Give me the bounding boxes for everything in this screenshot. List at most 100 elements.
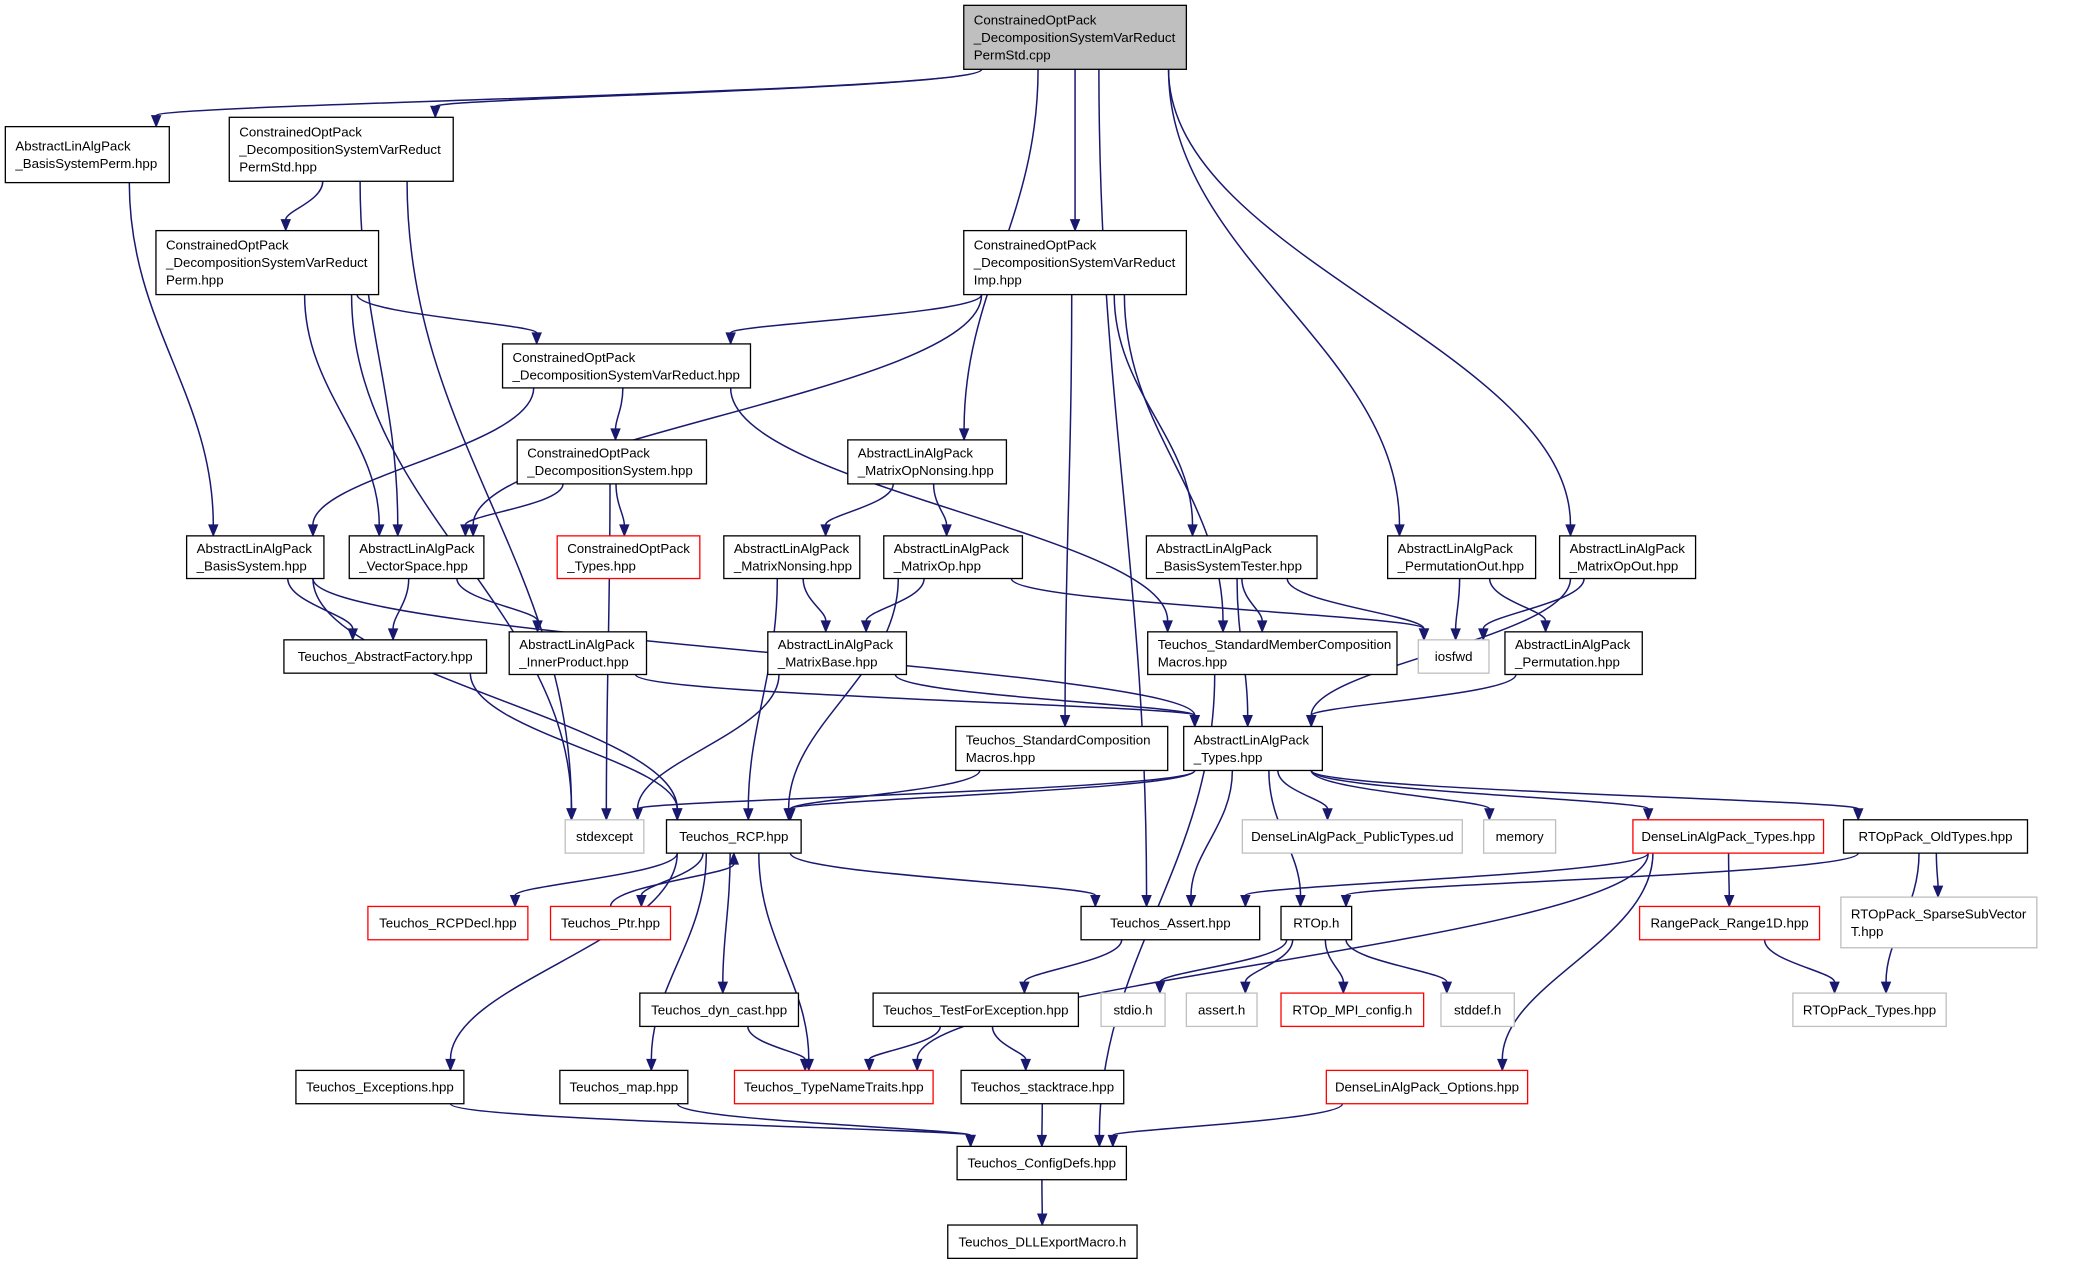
- node-mat-nonsing[interactable]: AbstractLinAlgPack_MatrixNonsing.hpp: [723, 535, 861, 580]
- node-box: [1325, 1069, 1529, 1105]
- node-rtop-old[interactable]: RTOpPack_OldTypes.hpp: [1842, 819, 2029, 854]
- node-exceptions[interactable]: Teuchos_Exceptions.hpp: [295, 1069, 465, 1105]
- node-co-types[interactable]: ConstrainedOptPack_Types.hpp: [556, 535, 701, 580]
- edge-dsvr-to-basis-sys: [307, 387, 535, 538]
- edge-arrowhead: [965, 1134, 976, 1148]
- node-inner-prod[interactable]: AbstractLinAlgPack_InnerProduct.hpp: [508, 631, 648, 676]
- edge-line: [729, 294, 983, 334]
- node-rtop-types[interactable]: RTOpPack_Types.hpp: [1792, 992, 1947, 1028]
- node-map[interactable]: Teuchos_map.hpp: [559, 1069, 689, 1105]
- edge-abs-factory-to-rcp: [469, 673, 683, 822]
- node-label-line: stdio.h: [1113, 1002, 1152, 1017]
- node-label-line: _BasisSystem.hpp: [196, 559, 307, 574]
- edge-line: [1244, 939, 1294, 983]
- node-label-line: iosfwd: [1435, 649, 1473, 664]
- node-dla-public[interactable]: DenseLinAlgPack_PublicTypes.ud: [1241, 819, 1463, 854]
- node-stddef[interactable]: stddef.h: [1440, 992, 1515, 1028]
- node-ds[interactable]: ConstrainedOptPack_DecompositionSystem.h…: [516, 439, 708, 485]
- node-rcp[interactable]: Teuchos_RCP.hpp: [665, 819, 802, 854]
- node-mop-nonsing[interactable]: AbstractLinAlgPack_MatrixOpNonsing.hpp: [847, 439, 1008, 485]
- node-box: [367, 905, 529, 941]
- node-rcp-decl[interactable]: Teuchos_RCPDecl.hpp: [367, 905, 529, 941]
- node-label-line: _DecompositionSystem.hpp: [526, 463, 693, 478]
- edge-arrowhead: [1185, 894, 1197, 908]
- node-box: [956, 1145, 1128, 1181]
- node-mat-op[interactable]: AbstractLinAlgPack_MatrixOp.hpp: [883, 535, 1024, 580]
- node-stacktrace[interactable]: Teuchos_stacktrace.hpp: [960, 1069, 1125, 1105]
- node-ptr[interactable]: Teuchos_Ptr.hpp: [549, 905, 672, 941]
- node-label-line: AbstractLinAlgPack: [858, 446, 974, 461]
- edge-arrowhead: [743, 808, 754, 822]
- node-label-line: Teuchos_StandardComposition: [966, 732, 1151, 747]
- node-stdio[interactable]: stdio.h: [1100, 992, 1166, 1028]
- node-assert-h[interactable]: assert.h: [1185, 992, 1258, 1028]
- node-range1d[interactable]: RangePack_Range1D.hpp: [1638, 905, 1821, 941]
- node-vec-space[interactable]: AbstractLinAlgPack_VectorSpace.hpp: [348, 535, 485, 580]
- node-perm-out[interactable]: AbstractLinAlgPack_PermutationOut.hpp: [1387, 535, 1537, 580]
- node-dla-options[interactable]: DenseLinAlgPack_Options.hpp: [1325, 1069, 1529, 1105]
- node-basis-sys[interactable]: AbstractLinAlgPack_BasisSystem.hpp: [185, 535, 325, 580]
- node-label-line: Teuchos_StandardMemberComposition: [1158, 637, 1392, 652]
- edge-ala-types-to-dla-types: [1310, 769, 1654, 822]
- edge-line: [1064, 294, 1073, 716]
- node-dsvr[interactable]: ConstrainedOptPack_DecompositionSystemVa…: [501, 343, 752, 389]
- edge-line: [1482, 578, 1585, 630]
- node-dyn-cast[interactable]: Teuchos_dyn_cast.hpp: [639, 992, 800, 1028]
- node-type-name[interactable]: Teuchos_TypeNameTraits.hpp: [733, 1069, 934, 1105]
- edge-root-to-dsvr-permstd-hpp: [430, 68, 983, 119]
- node-rtop-h[interactable]: RTOp.h: [1280, 905, 1353, 941]
- edge-vec-space-to-inner-prod: [456, 578, 543, 634]
- node-config[interactable]: Teuchos_ConfigDefs.hpp: [956, 1145, 1128, 1181]
- edge-ala-types-to-assert: [1185, 770, 1234, 908]
- edge-dla-types-to-dla-options: [1497, 853, 1654, 1072]
- node-permutation[interactable]: AbstractLinAlgPack_Permutation.hpp: [1504, 631, 1643, 676]
- node-dsvr-permstd-hpp[interactable]: ConstrainedOptPack_DecompositionSystemVa…: [228, 116, 454, 182]
- edge-arrowhead: [1484, 808, 1495, 822]
- node-memory[interactable]: memory: [1482, 819, 1557, 854]
- edge-line: [1167, 69, 1401, 525]
- edge-stacktrace-to-config: [1036, 1103, 1048, 1148]
- node-label-line: _VectorSpace.hpp: [358, 559, 468, 574]
- node-bs-tester[interactable]: AbstractLinAlgPack_BasisSystemTester.hpp: [1145, 535, 1318, 580]
- edge-dsvr-imp-to-dsvr: [725, 294, 983, 346]
- edge-arrowhead: [373, 524, 385, 538]
- node-basis-perm[interactable]: AbstractLinAlgPack_BasisSystemPerm.hpp: [4, 125, 170, 184]
- node-dll[interactable]: Teuchos_DLLExportMacro.h: [947, 1224, 1138, 1260]
- edge-dsvr-perm-to-dsvr: [356, 294, 542, 346]
- node-ala-types[interactable]: AbstractLinAlgPack_Types.hpp: [1183, 725, 1323, 772]
- edge-line: [1112, 1103, 1344, 1137]
- node-dsvr-perm[interactable]: ConstrainedOptPack_DecompositionSystemVa…: [155, 229, 380, 296]
- edge-dsvr-imp-to-vec-space: [467, 294, 983, 538]
- node-abs-factory[interactable]: Teuchos_AbstractFactory.hpp: [283, 639, 488, 674]
- edge-mat-base-to-stdexcept: [632, 674, 780, 822]
- node-mop-out[interactable]: AbstractLinAlgPack_MatrixOpOut.hpp: [1558, 535, 1697, 580]
- node-box: [955, 725, 1169, 772]
- node-box: [559, 1069, 689, 1105]
- node-root[interactable]: ConstrainedOptPack_DecompositionSystemVa…: [963, 4, 1188, 70]
- edge-line: [676, 1103, 972, 1137]
- node-label-line: _BasisSystemPerm.hpp: [14, 156, 157, 171]
- node-mat-base[interactable]: AbstractLinAlgPack_MatrixBase.hpp: [767, 631, 908, 676]
- edge-arrowhead: [467, 524, 479, 538]
- node-dsvr-imp[interactable]: ConstrainedOptPack_DecompositionSystemVa…: [963, 229, 1188, 296]
- node-smcm[interactable]: Teuchos_StandardMemberCompositionMacros.…: [1147, 631, 1398, 676]
- node-iosfwd[interactable]: iosfwd: [1417, 639, 1490, 674]
- edge-arrowhead: [445, 1058, 456, 1072]
- node-box: [1145, 535, 1318, 580]
- node-tfe[interactable]: Teuchos_TestForException.hpp: [872, 992, 1080, 1028]
- node-label-line: Teuchos_DLLExportMacro.h: [959, 1234, 1127, 1249]
- edge-dla-types-to-type-name: [911, 853, 1649, 1072]
- edge-dsvr-to-smcm: [729, 387, 1173, 634]
- node-label-line: RTOp_MPI_config.h: [1292, 1002, 1412, 1017]
- edge-line: [285, 181, 324, 220]
- edge-basis-perm-to-basis-sys: [128, 182, 219, 538]
- node-rtop-mpi[interactable]: RTOp_MPI_config.h: [1280, 992, 1425, 1028]
- node-assert[interactable]: Teuchos_Assert.hpp: [1080, 905, 1261, 941]
- node-label-line: Teuchos_TestForException.hpp: [883, 1002, 1069, 1017]
- node-box: [1632, 819, 1825, 854]
- edge-arrowhead: [1069, 219, 1081, 232]
- node-stdexcept[interactable]: stdexcept: [564, 819, 645, 854]
- node-dla-types[interactable]: DenseLinAlgPack_Types.hpp: [1632, 819, 1825, 854]
